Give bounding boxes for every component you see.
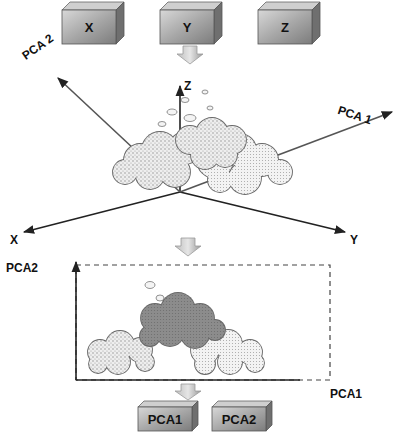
axis-label: PCA1 [330,388,362,400]
cube-outline [258,2,320,44]
data-cloud [112,117,293,195]
axis-label: X [10,234,18,246]
box-label: PCA2 [212,407,266,431]
cube-box: PCA2 [212,401,272,431]
axis-label: PCA 1 [336,104,373,126]
axes-2d [76,262,300,380]
data-bubbles [145,282,164,302]
box-label: PCA1 [138,407,192,431]
axis-label: Z [184,80,191,92]
cube-box: Z [258,2,320,44]
box-label: Y [160,10,214,44]
cube-box: PCA1 [138,401,198,431]
axis-label: PCA 2 [20,32,55,62]
box-label: Z [258,10,312,44]
plot-frame [76,265,330,380]
axis-label: PCA2 [6,262,38,274]
data-cloud [87,292,265,375]
cube-box: Y [160,2,222,44]
axes-3d [24,78,392,232]
axis-label: Y [350,234,358,246]
box-label: X [62,10,116,44]
cube-box: X [62,2,124,44]
cloud-shape [175,117,247,170]
cloud-shape [139,292,226,349]
